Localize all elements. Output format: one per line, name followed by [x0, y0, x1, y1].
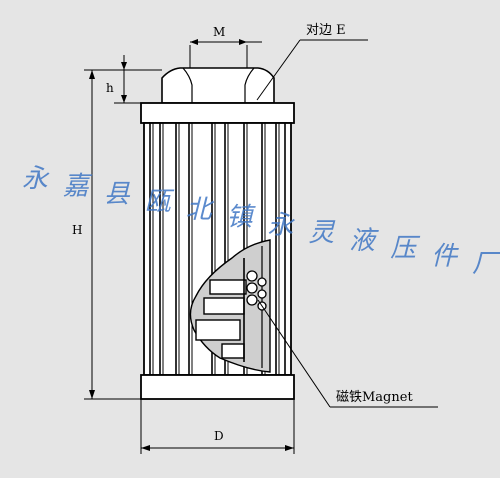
watermark-char: 灵	[308, 218, 336, 248]
magnet-block-base	[221, 343, 245, 359]
watermark-char: 北	[186, 195, 215, 225]
hex-nut	[161, 67, 275, 104]
magnet-rings	[246, 270, 267, 311]
dimension-h-large-label: H	[72, 223, 82, 237]
watermark-char: 厂	[472, 249, 500, 279]
company-watermark: 永嘉县瓯北镇永灵液压件厂	[22, 164, 500, 279]
magnet-label: 磁铁Magnet	[336, 390, 413, 405]
watermark-char: 瓯	[145, 187, 175, 217]
dimension-m-label: M	[213, 25, 225, 39]
watermark-char: 件	[431, 241, 459, 271]
dimension-m	[189, 39, 262, 68]
watermark-char: 嘉	[63, 172, 93, 202]
magnet-block-middle	[203, 297, 245, 315]
watermark-char: 永	[268, 210, 296, 240]
magnet-cutaway	[189, 239, 271, 373]
watermark-char: 永	[22, 164, 50, 194]
across-flats-label: 对边 E	[306, 23, 346, 38]
pleat-lines	[149, 123, 286, 375]
bottom-cap	[140, 374, 295, 400]
dimension-d-label: D	[214, 429, 224, 443]
watermark-char: 镇	[227, 203, 257, 233]
dimension-h-small	[114, 55, 162, 104]
across-flats-leader	[256, 39, 368, 101]
magnet-leader	[257, 299, 438, 408]
magnet-block-upper	[209, 279, 247, 295]
dimension-h-large	[84, 69, 141, 400]
magnet-block-lower	[195, 319, 241, 341]
watermark-char: 县	[104, 180, 131, 210]
dimension-d	[140, 399, 295, 454]
dimension-h-small-label: h	[106, 81, 114, 95]
top-cap	[140, 102, 295, 124]
watermark-char: 液	[349, 226, 379, 256]
watermark-char: 压	[390, 234, 421, 264]
